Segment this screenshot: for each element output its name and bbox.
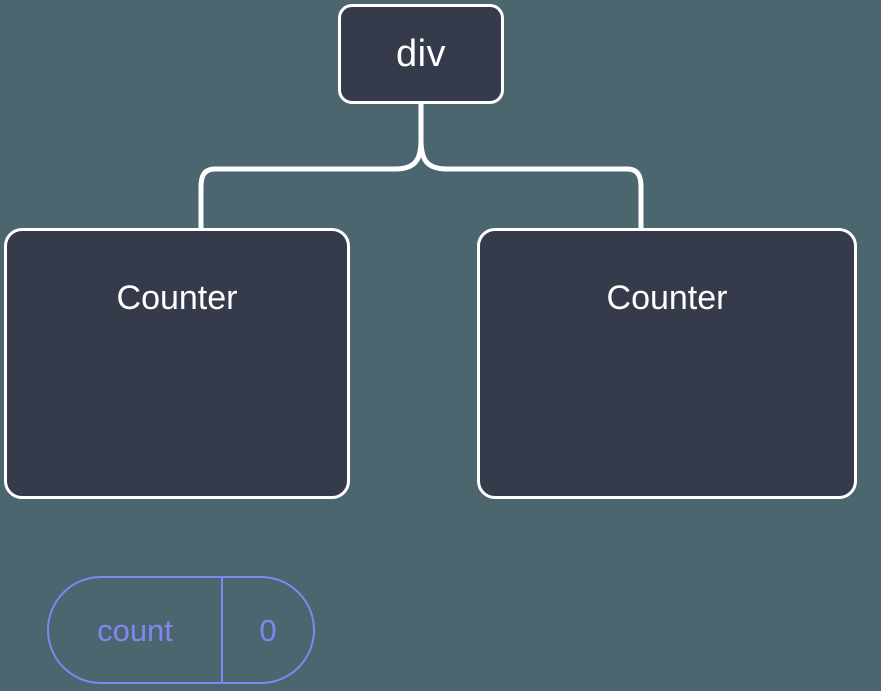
- diagram-canvas: div Counter count 0 Counter count 1: [4, 4, 857, 684]
- node-div[interactable]: div: [338, 4, 504, 104]
- node-counter-left[interactable]: Counter count 0: [4, 228, 350, 684]
- state-value-label: 0: [259, 612, 277, 648]
- node-counter-right[interactable]: Counter count 1: [477, 228, 857, 499]
- node-div-label: div: [395, 33, 447, 75]
- node-counter-right-label: Counter: [606, 279, 728, 317]
- state-key-label: count: [49, 578, 223, 682]
- state-pill-count-left[interactable]: count 0: [47, 576, 315, 684]
- node-counter-left-label: Counter: [116, 279, 238, 317]
- connector-branch-right: [418, 137, 644, 231]
- connector-branch-left: [198, 137, 424, 231]
